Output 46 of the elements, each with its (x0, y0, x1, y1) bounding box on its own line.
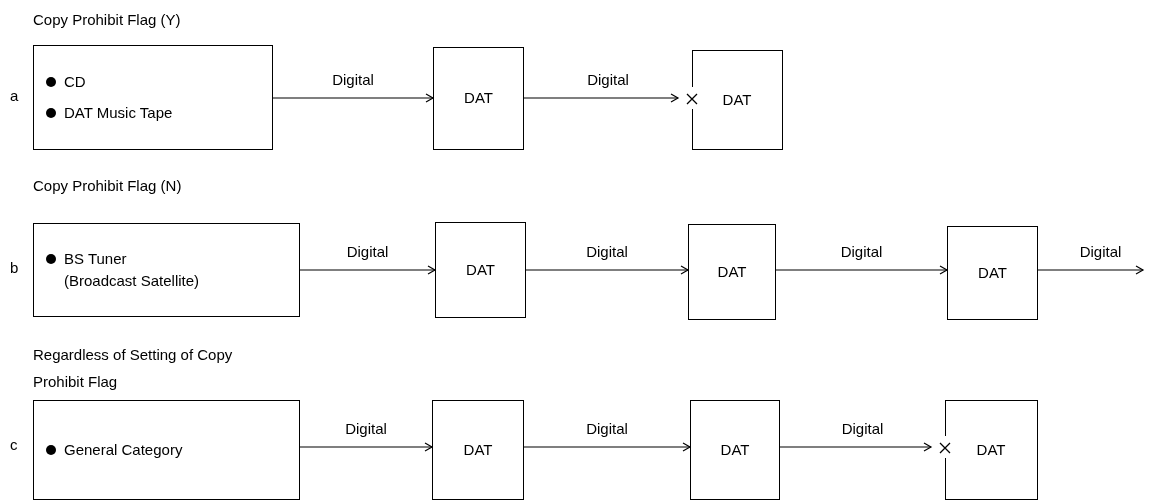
device-box (688, 224, 776, 320)
edge-label: Digital (587, 72, 629, 87)
source-box (33, 45, 273, 150)
device-box (432, 400, 524, 500)
arrow (299, 265, 436, 275)
list-item-text: BS Tuner (64, 248, 127, 269)
device-box (690, 400, 780, 500)
row-letter: c (10, 437, 18, 452)
edge-label: Digital (586, 244, 628, 259)
edge-label: Digital (841, 421, 884, 436)
edge-label: Digital (1079, 244, 1122, 259)
arrow (525, 265, 689, 275)
source-box (33, 400, 300, 500)
row-heading: Regardless of Setting of Copy Prohibit Flag (33, 345, 234, 392)
arrow (523, 442, 691, 452)
node-label: DAT (466, 259, 495, 280)
row-heading: Copy Prohibit Flag (N) (33, 176, 183, 196)
arrow (779, 442, 932, 452)
edge-label: Digital (586, 421, 628, 436)
edge-label: Digital (345, 421, 387, 436)
arrow (775, 265, 948, 275)
node-label: DAT (717, 261, 747, 282)
edge-label: Digital (346, 244, 389, 259)
device-box (947, 226, 1038, 320)
row-heading: Copy Prohibit Flag (Y) (33, 10, 182, 30)
node-label: DAT (464, 88, 493, 109)
row-letter: a (10, 88, 19, 103)
row-letter: b (10, 260, 19, 275)
node-label: DAT (463, 439, 493, 460)
edge-label: Digital (332, 72, 374, 87)
node-label: DAT (722, 89, 752, 110)
node-label: DAT (978, 262, 1007, 283)
arrow (1037, 265, 1144, 275)
edge-label: Digital (840, 244, 883, 259)
device-box (435, 222, 526, 318)
device-box (433, 47, 524, 150)
list-item-text: DAT Music Tape (64, 102, 173, 123)
arrow (523, 93, 679, 103)
list-item-text: (Broadcast Satellite) (64, 271, 200, 291)
arrow (272, 93, 434, 103)
arrow (299, 442, 433, 452)
node-label: DAT (976, 439, 1006, 460)
node-label: DAT (720, 439, 750, 460)
list-item-text: General Category (64, 439, 183, 460)
source-box (33, 223, 300, 317)
list-item-text: CD (64, 72, 86, 92)
